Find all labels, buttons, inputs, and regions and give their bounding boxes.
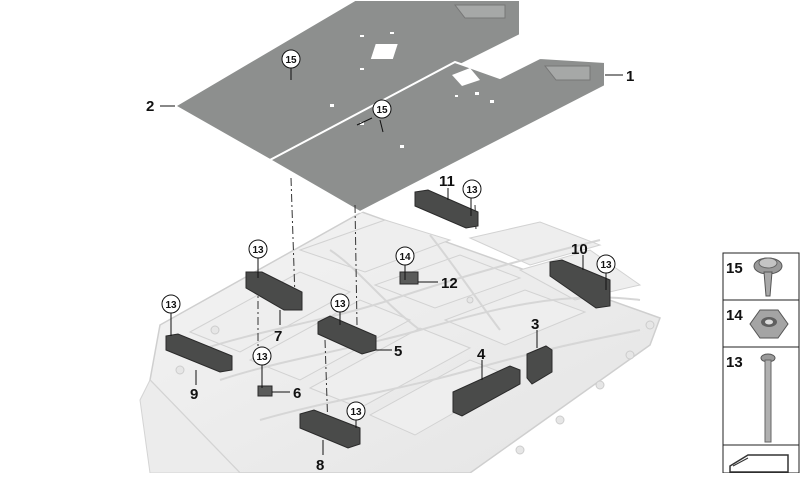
callout-5: 5 (394, 343, 402, 360)
callout-8: 8 (316, 457, 324, 473)
circled-callout: 13 (596, 254, 616, 274)
bracket-11 (414, 189, 479, 229)
cover-plate-rear (173, 0, 521, 162)
circled-callout: 13 (330, 293, 350, 313)
cover-cutout (370, 44, 398, 59)
rail-4 (452, 365, 521, 417)
number-callouts: 1 2 3 4 5 6 7 8 9 10 11 12 (146, 68, 634, 474)
circled-callout: 13 (248, 239, 268, 259)
parts-panel-number: 13 (726, 354, 743, 371)
callout-1: 1 (626, 68, 634, 85)
circled-callout: 15 (281, 49, 301, 69)
callout-3: 3 (531, 316, 539, 333)
svg-text:14: 14 (399, 252, 411, 263)
tag-label-icon (729, 454, 789, 473)
circled-callout: 13 (462, 179, 482, 199)
bracket-9 (165, 333, 233, 373)
callout-10: 10 (571, 241, 588, 258)
svg-text:13: 13 (350, 407, 362, 418)
callout-12: 12 (441, 275, 458, 292)
battery-tray (139, 211, 661, 474)
svg-text:13: 13 (256, 352, 268, 363)
part-6 (257, 385, 273, 397)
svg-text:13: 13 (334, 299, 346, 310)
long-bolt-icon (760, 353, 776, 443)
svg-text:13: 13 (600, 260, 612, 271)
callout-7: 7 (274, 328, 282, 345)
part-12 (399, 271, 419, 285)
hex-nut-icon (749, 309, 789, 339)
callout-4: 4 (477, 346, 486, 363)
circled-callout: 13 (161, 294, 181, 314)
bracket-10 (549, 259, 611, 309)
module-3 (526, 345, 553, 385)
callout-9: 9 (190, 386, 198, 403)
circled-callout: 13 (252, 346, 272, 366)
leader-lines (160, 68, 623, 455)
bracket-8 (299, 409, 361, 449)
svg-text:13: 13 (165, 300, 177, 311)
parts-panel-number: 15 (726, 260, 743, 277)
svg-text:13: 13 (466, 185, 478, 196)
svg-text:15: 15 (376, 105, 388, 116)
cover-cutout (452, 68, 480, 86)
circled-callouts: 15 15 13 13 14 13 13 13 13 13 (161, 49, 616, 421)
circled-callout: 13 (346, 401, 366, 421)
svg-text:13: 13 (252, 245, 264, 256)
parts-panel-number: 14 (726, 307, 743, 324)
circled-callout: 14 (395, 246, 415, 266)
flange-bolt-icon (753, 257, 783, 297)
cover-plate-front (267, 56, 606, 214)
callout-6: 6 (293, 385, 301, 402)
parts-panel: 15 14 13 (722, 252, 800, 474)
svg-text:15: 15 (285, 55, 297, 66)
callout-11: 11 (439, 173, 455, 190)
bracket-7 (245, 271, 303, 311)
circled-callout: 15 (372, 99, 392, 119)
callout-2: 2 (146, 98, 154, 115)
